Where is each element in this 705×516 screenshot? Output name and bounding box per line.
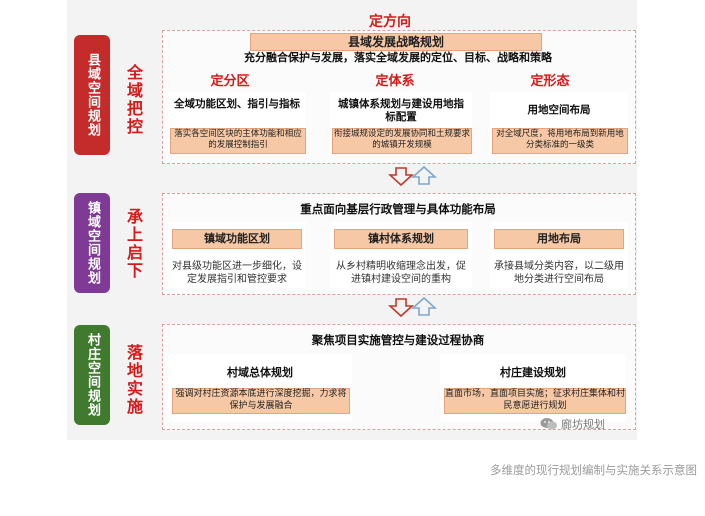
watermark: 廊坊规划 bbox=[540, 415, 605, 433]
village-col1-detail: 强调对村庄资源本底进行深度挖掘，力求将保护与发展融合 bbox=[172, 388, 350, 414]
county-col1-detail: 落实各空间区块的主体功能和相应的发展控制指引 bbox=[170, 128, 306, 154]
county-strategy-text: 充分融合保护与发展，落实全域发展的定位、目标、战略和策略 bbox=[244, 51, 552, 64]
county-col2-detail: 衔接城规设定的发展协同和土规要求的城镇开发规模 bbox=[332, 128, 472, 154]
village-header: 聚焦项目实施管控与建设过程协商 bbox=[311, 333, 485, 347]
level-label-village: 村庄空间规划 bbox=[74, 325, 110, 425]
county-top-title: 定方向 bbox=[369, 14, 411, 30]
down-arrow-icon bbox=[388, 298, 415, 318]
side-label-county: 全域把控 bbox=[124, 64, 143, 136]
up-arrow-icon bbox=[410, 165, 438, 185]
village-col1-title: 村域总体规划 bbox=[227, 366, 293, 379]
county-col2-heading: 城镇体系规划与建设用地指标配置 bbox=[338, 98, 464, 123]
town-col3-detail: 承接县域分类内容，以二级用地分类进行空间布局 bbox=[494, 261, 624, 285]
town-col2-title: 镇村体系规划 bbox=[334, 229, 468, 249]
county-col2-title: 定体系 bbox=[375, 74, 415, 89]
wechat-icon bbox=[540, 418, 557, 430]
village-col2-detail: 直面市场，直面项目实施；征求村庄集体和村民意愿进行规划 bbox=[444, 388, 626, 414]
down-arrow-icon bbox=[388, 167, 415, 187]
county-col3-title: 定形态 bbox=[530, 74, 570, 89]
town-col3-title: 用地布局 bbox=[494, 229, 624, 249]
county-plan-band: 县域发展战略规划 bbox=[250, 33, 542, 51]
side-label-town: 承上启下 bbox=[124, 208, 143, 280]
county-col3-detail: 对全域尺度，将用地布局到新用地分类标准的一级类 bbox=[492, 128, 628, 154]
town-col1-detail: 对县级功能区进一步细化，设定发展指引和管控要求 bbox=[172, 261, 302, 285]
county-col1-heading: 全域功能区划、指引与指标 bbox=[174, 98, 300, 110]
figure-caption: 多维度的现行规划编制与实施关系示意图 bbox=[490, 463, 697, 477]
town-col2-detail: 从乡村精明收缩理念出发，促进镇村建设空间的重构 bbox=[336, 261, 466, 285]
level-label-town: 镇域空间规划 bbox=[74, 193, 110, 293]
side-label-village: 落地实施 bbox=[124, 344, 143, 416]
up-arrow-icon bbox=[410, 296, 438, 316]
county-col3-heading: 用地空间布局 bbox=[527, 104, 591, 116]
flow-arrows-2 bbox=[388, 296, 438, 318]
town-col1-title: 镇域功能区划 bbox=[172, 229, 302, 249]
village-col2-title: 村庄建设规划 bbox=[500, 366, 566, 379]
flow-arrows-1 bbox=[388, 165, 438, 187]
county-col1-title: 定分区 bbox=[210, 74, 250, 89]
watermark-text: 廊坊规划 bbox=[561, 418, 605, 431]
town-header: 重点面向基层行政管理与具体功能布局 bbox=[300, 202, 496, 216]
level-label-county: 县域空间规划 bbox=[74, 35, 110, 155]
